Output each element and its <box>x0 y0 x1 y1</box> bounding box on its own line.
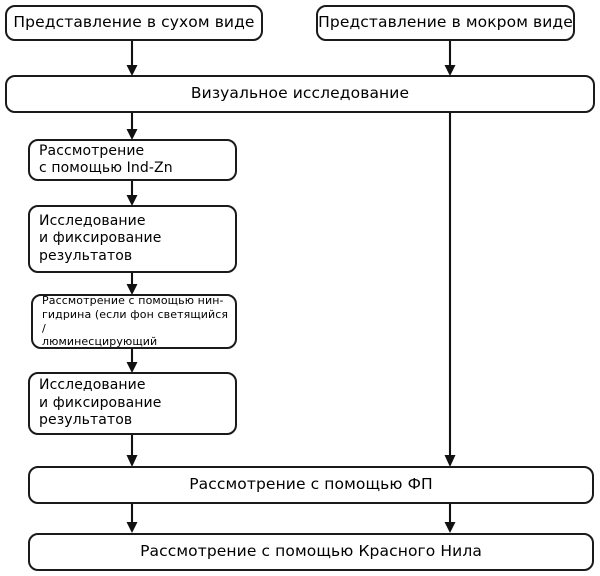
edge-visual-to-fp <box>444 113 456 467</box>
node-dry-presentation-label: Представление в сухом виде <box>13 13 255 32</box>
node-ninhydrin-inspection[interactable]: Рассмотрение с помощью нин- гидрина (есл… <box>31 294 237 349</box>
node-fp-inspection[interactable]: Рассмотрение с помощью ФП <box>28 466 594 504</box>
node-indzn-inspection-label: Рассмотрение с помощью Ind-Zn <box>39 142 173 177</box>
node-record-results-2[interactable]: Исследование и фиксирование результатов <box>28 372 237 435</box>
edge-visual-to-indzn <box>126 113 138 140</box>
node-visual-examination[interactable]: Визуальное исследование <box>5 75 595 113</box>
edge-indzn-to-record1 <box>126 181 138 206</box>
node-visual-examination-label: Визуальное исследование <box>190 84 410 103</box>
node-indzn-inspection[interactable]: Рассмотрение с помощью Ind-Zn <box>28 139 237 181</box>
edge-fp-to-nilered-right <box>444 504 456 533</box>
node-wet-presentation-label: Представление в мокром виде <box>318 13 573 32</box>
node-record-results-1-label: Исследование и фиксирование результатов <box>39 212 162 264</box>
edge-wet-to-visual <box>444 41 456 76</box>
edge-fp-to-nilered-left <box>126 504 138 533</box>
node-nile-red-inspection[interactable]: Рассмотрение с помощью Красного Нила <box>28 533 594 571</box>
node-wet-presentation[interactable]: Представление в мокром виде <box>316 5 575 41</box>
node-dry-presentation[interactable]: Представление в сухом виде <box>5 5 263 41</box>
node-record-results-2-label: Исследование и фиксирование результатов <box>39 377 162 429</box>
edge-dry-to-visual <box>126 41 138 76</box>
node-record-results-1[interactable]: Исследование и фиксирование результатов <box>28 205 237 273</box>
node-fp-inspection-label: Рассмотрение с помощью ФП <box>189 475 433 494</box>
edge-record1-to-ninhydrin <box>126 273 138 295</box>
edge-ninhydrin-to-record2 <box>126 349 138 373</box>
edge-record2-to-fp <box>126 435 138 467</box>
node-nile-red-inspection-label: Рассмотрение с помощью Красного Нила <box>140 542 482 561</box>
node-ninhydrin-inspection-label: Рассмотрение с помощью нин- гидрина (есл… <box>42 294 229 349</box>
